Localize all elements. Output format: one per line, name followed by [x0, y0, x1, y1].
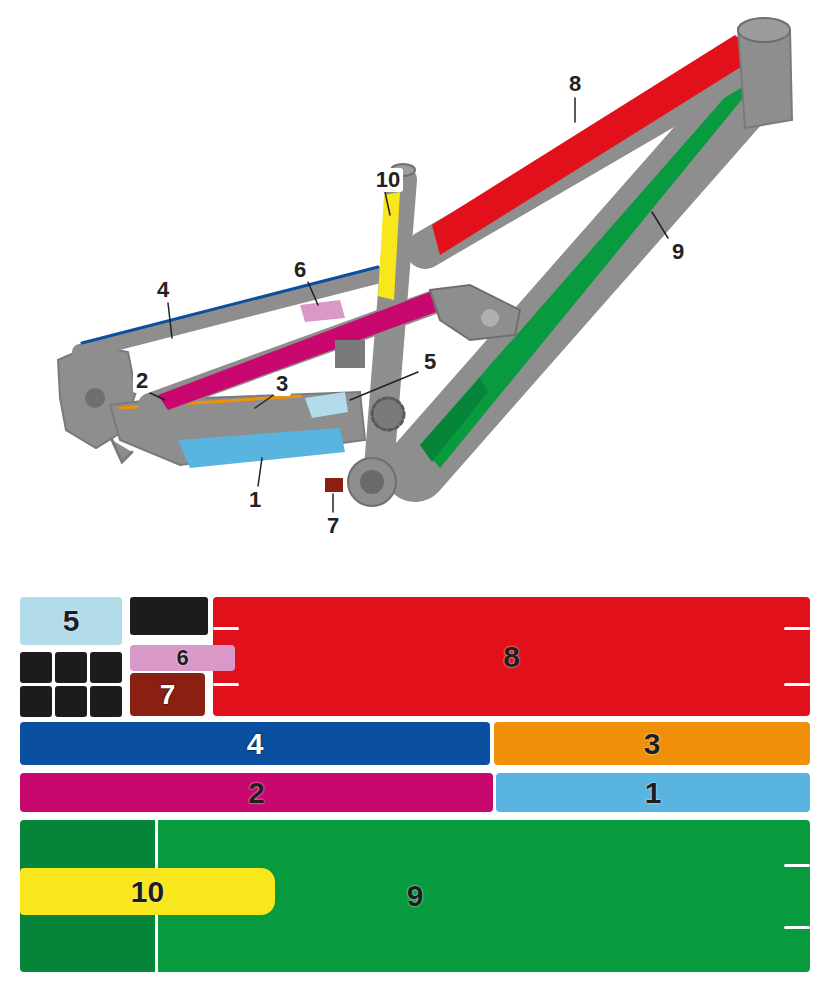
protector-8: [432, 35, 760, 255]
sticker-piece: 7: [130, 673, 205, 716]
sticker-piece: 10: [20, 868, 275, 915]
sticker-number: 4: [247, 729, 264, 759]
axle-hole: [85, 388, 105, 408]
callout-number: 2: [133, 369, 151, 393]
callout-number: 7: [324, 514, 342, 538]
sticker-piece: 1: [496, 773, 810, 812]
blank-sticker: [20, 686, 52, 717]
bottom-bracket: [348, 458, 396, 506]
callout-number: 9: [669, 240, 687, 264]
head-tube-top: [738, 18, 790, 42]
cut-notch: [784, 926, 810, 929]
callout-number: 5: [421, 350, 439, 374]
cut-notch: [784, 627, 810, 630]
cut-notch: [784, 683, 810, 686]
cut-notch: [213, 627, 239, 630]
bb-hole: [360, 470, 384, 494]
blank-sticker: [130, 597, 208, 635]
shock-mount: [335, 340, 365, 368]
sticker-piece: 8: [213, 597, 810, 716]
sticker-number: 7: [160, 681, 176, 709]
callout-number: 4: [154, 278, 172, 302]
sticker-piece: 5: [20, 597, 122, 645]
callout-number: 8: [566, 72, 584, 96]
protector-7: [325, 478, 343, 492]
blank-sticker: [20, 652, 52, 683]
protector-9-lower: [420, 378, 488, 462]
callout-number: 6: [291, 258, 309, 282]
link-pivot: [481, 309, 499, 327]
sticker-number: 2: [248, 778, 265, 808]
callout-number: 1: [246, 488, 264, 512]
blank-sticker: [90, 686, 122, 717]
chainring: [372, 398, 404, 430]
protector-6: [300, 300, 345, 322]
frame-illustration: [0, 0, 828, 560]
blank-sticker: [55, 652, 87, 683]
protector-5: [305, 392, 348, 418]
sticker-number: 9: [407, 881, 424, 911]
rocker-link: [430, 285, 520, 340]
blank-sticker: [55, 686, 87, 717]
protector-10: [378, 192, 400, 300]
sticker-number: 5: [63, 606, 80, 636]
sticker-number: 3: [644, 729, 661, 759]
cut-notch: [784, 864, 810, 867]
sticker-piece: 6: [130, 645, 235, 671]
sticker-number: 6: [176, 647, 188, 669]
protector-2: [158, 292, 436, 410]
callout-number: 3: [273, 372, 291, 396]
sticker-piece: 9 10: [20, 820, 810, 972]
sticker-number: 8: [503, 642, 520, 672]
leader-lines: [148, 98, 668, 512]
sticker-number: 10: [131, 877, 164, 907]
sticker-number: 1: [645, 778, 662, 808]
sticker-piece: 3: [494, 722, 810, 765]
cut-notch: [213, 683, 239, 686]
head-tube: [738, 28, 792, 128]
sticker-piece: 4: [20, 722, 490, 765]
sticker-piece: 2: [20, 773, 493, 812]
callout-number: 10: [373, 168, 403, 192]
blank-sticker: [90, 652, 122, 683]
